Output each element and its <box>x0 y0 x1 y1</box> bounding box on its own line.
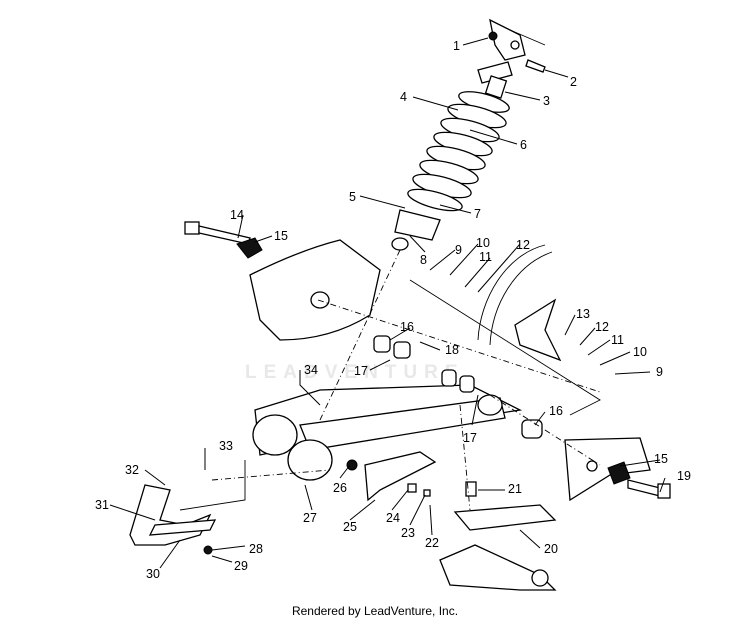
callout-9-right: 9 <box>656 365 663 379</box>
lower-bracket <box>129 484 217 555</box>
callout-2: 2 <box>570 75 577 89</box>
callout-8: 8 <box>420 253 427 267</box>
callout-29: 29 <box>234 559 248 573</box>
callout-31: 31 <box>95 498 109 512</box>
callout-23: 23 <box>401 526 415 540</box>
callout-1: 1 <box>453 39 460 53</box>
callout-14: 14 <box>230 208 244 222</box>
callout-16: 16 <box>400 320 414 334</box>
swing-arm <box>252 384 523 481</box>
footer-credit: Rendered by LeadVenture, Inc. <box>291 604 459 618</box>
callout-32: 32 <box>125 463 139 477</box>
construction-lines <box>179 249 601 511</box>
callout-34: 34 <box>304 363 318 377</box>
callout-28: 28 <box>249 542 263 556</box>
callout-12: 12 <box>516 238 530 252</box>
callout-4: 4 <box>400 90 407 104</box>
callout-labels: 1 2 3 4 6 5 7 8 9 10 11 12 14 15 13 12 1… <box>95 39 691 581</box>
callout-3: 3 <box>543 94 550 108</box>
shock-absorber <box>391 61 513 251</box>
callout-5: 5 <box>349 190 356 204</box>
callout-26: 26 <box>333 481 347 495</box>
callout-6: 6 <box>520 138 527 152</box>
callout-33: 33 <box>219 439 233 453</box>
callout-12-right: 12 <box>595 320 609 334</box>
callout-13: 13 <box>576 307 590 321</box>
skid-plate <box>249 239 381 341</box>
callout-11: 11 <box>479 250 492 264</box>
bolt-14 <box>184 221 263 259</box>
callout-17-lower: 17 <box>463 431 477 445</box>
leader-lines <box>109 37 666 569</box>
right-plate <box>564 437 671 502</box>
bushings <box>373 335 543 439</box>
callout-21: 21 <box>508 482 522 496</box>
callout-16-right: 16 <box>549 404 563 418</box>
callout-15-right: 15 <box>654 452 668 466</box>
callout-17: 17 <box>354 364 368 378</box>
callout-9: 9 <box>455 243 462 257</box>
callout-7: 7 <box>474 207 481 221</box>
callout-19: 19 <box>677 469 691 483</box>
callout-18: 18 <box>445 343 459 357</box>
callout-10-right: 10 <box>633 345 647 359</box>
callout-11-right: 11 <box>611 333 624 347</box>
callout-15: 15 <box>274 229 288 243</box>
callout-27: 27 <box>303 511 317 525</box>
callout-30: 30 <box>146 567 160 581</box>
watermark-text: LEADVENTURE <box>245 362 465 383</box>
callout-20: 20 <box>544 542 558 556</box>
upper-mount-bracket <box>488 18 546 73</box>
callout-10: 10 <box>476 236 490 250</box>
callout-25: 25 <box>343 520 357 534</box>
callout-22: 22 <box>425 536 439 550</box>
small-parts <box>346 451 477 502</box>
lower-arm <box>439 504 557 591</box>
callout-24: 24 <box>386 511 400 525</box>
